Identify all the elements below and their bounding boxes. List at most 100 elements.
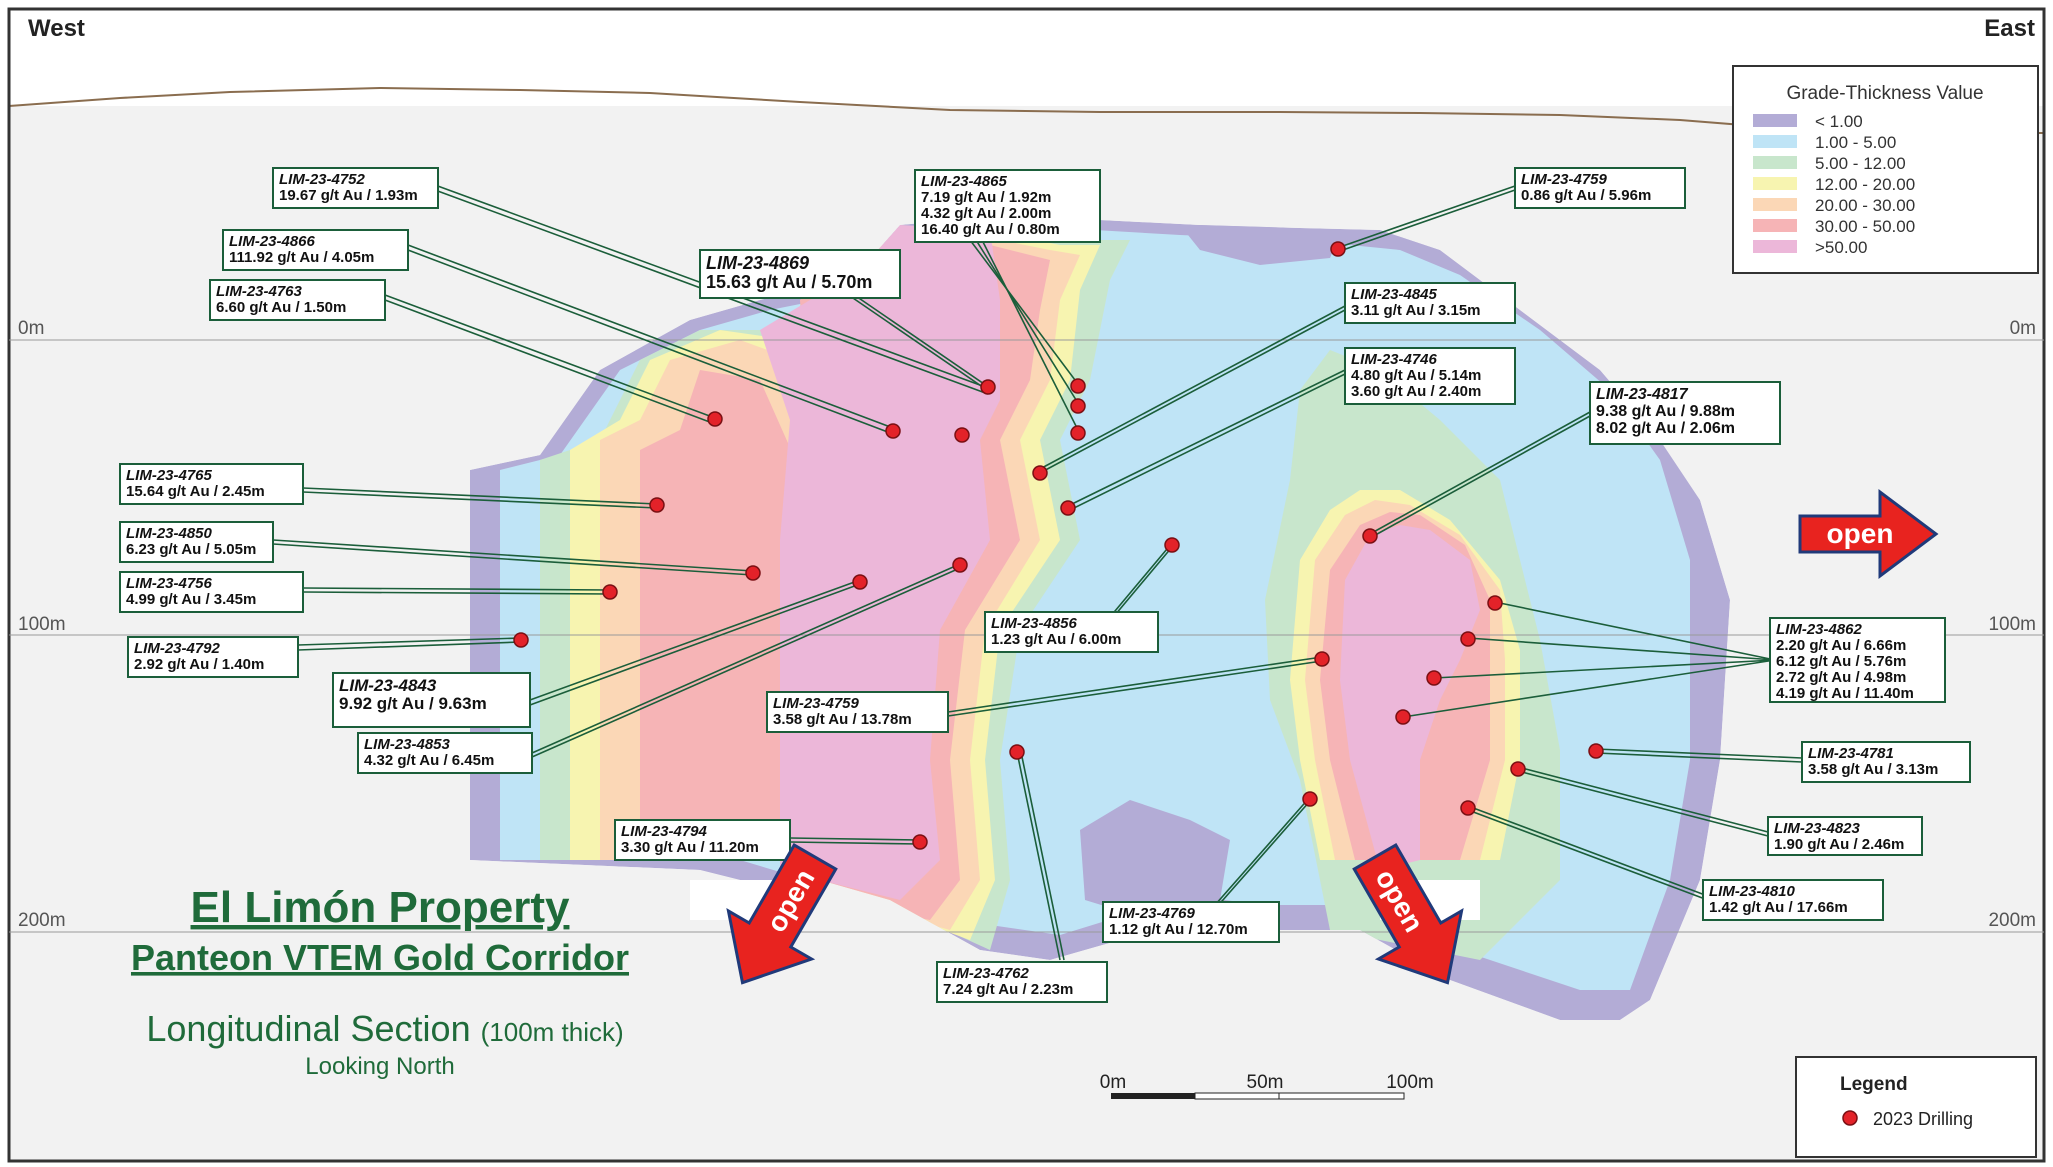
drill-hole-point <box>649 497 665 513</box>
drill-label-box <box>1702 879 1884 921</box>
drill-assay-value: 4.19 g/t Au / 11.40m <box>1776 685 1914 702</box>
drill-hole-point <box>1314 651 1330 667</box>
depth-label-0-right: 0m <box>2010 318 2036 339</box>
drill-label-box <box>1344 347 1516 405</box>
drill-assay-value: 4.32 g/t Au / 2.00m <box>921 205 1051 222</box>
depth-label-100-right: 100m <box>1988 614 2036 635</box>
drill-label-box <box>614 819 791 861</box>
drill-assay-value: 2.92 g/t Au / 1.40m <box>134 656 264 673</box>
drill-label-box <box>1801 741 1971 783</box>
drill-hole-id: LIM-23-4845 <box>1351 286 1438 303</box>
drill-hole-point <box>852 574 868 590</box>
grade-legend-label: 5.00 - 12.00 <box>1815 154 1906 173</box>
zone-gt50-east <box>1340 525 1480 870</box>
drill-hole-point <box>602 584 618 600</box>
drill-label-box <box>209 279 386 321</box>
depth-labels-left: 0m 100m 200m <box>18 318 66 931</box>
drill-label-box <box>1514 167 1686 209</box>
drill-label-box <box>332 672 531 728</box>
scale-0: 0m <box>1100 1072 1126 1093</box>
drill-hole-id: LIM-23-4866 <box>229 233 316 250</box>
drill-hole-point <box>1588 743 1604 759</box>
drill-assay-value: 6.12 g/t Au / 5.76m <box>1776 653 1906 670</box>
drill-hole-point <box>1460 800 1476 816</box>
drill-hole-id: LIM-23-4756 <box>126 575 213 592</box>
drill-hole-id: LIM-23-4869 <box>706 253 809 273</box>
drill-hole-id: LIM-23-4759 <box>773 695 860 712</box>
grade-legend-label: 20.00 - 30.00 <box>1815 196 1915 215</box>
grade-legend-swatch <box>1753 114 1797 127</box>
drill-hole-point <box>1070 378 1086 394</box>
grade-legend-label: >50.00 <box>1815 238 1867 257</box>
drill-assay-value: 9.92 g/t Au / 9.63m <box>339 694 487 713</box>
drill-hole-id: LIM-23-4823 <box>1774 820 1861 837</box>
grade-legend-swatch <box>1753 219 1797 232</box>
drill-hole-point <box>1032 465 1048 481</box>
drill-hole-id: LIM-23-4752 <box>279 171 366 188</box>
drill-assay-value: 3.30 g/t Au / 11.20m <box>621 839 759 856</box>
grade-legend-swatch <box>1753 198 1797 211</box>
drill-label-box <box>119 463 304 505</box>
drill-hole-id: LIM-23-4765 <box>126 467 213 484</box>
drill-assay-value: 15.64 g/t Au / 2.45m <box>126 483 265 500</box>
drill-hole-point <box>1510 761 1526 777</box>
drill-label-box <box>127 636 299 678</box>
drill-assay-value: 16.40 g/t Au / 0.80m <box>921 221 1060 238</box>
drill-assay-value: 0.86 g/t Au / 5.96m <box>1521 187 1651 204</box>
title-block: El Limón Property Panteon VTEM Gold Corr… <box>131 883 629 1080</box>
drill-assay-value: 111.92 g/t Au / 4.05m <box>229 249 374 266</box>
drill-hole-point <box>1070 425 1086 441</box>
drill-label-box <box>119 521 274 563</box>
drill-assay-value: 3.58 g/t Au / 13.78m <box>773 711 912 728</box>
drill-hole-point <box>1426 670 1442 686</box>
depth-labels-right: 0m 100m 200m <box>1988 318 2036 931</box>
scale-100: 100m <box>1386 1072 1434 1093</box>
drill-hole-point <box>1070 398 1086 414</box>
drill-assay-value: 6.60 g/t Au / 1.50m <box>216 299 346 316</box>
depth-label-200-left: 200m <box>18 910 66 931</box>
drill-label-box <box>357 732 533 774</box>
drill-label-box <box>1767 816 1923 856</box>
drill-hole-point <box>952 557 968 573</box>
drill-hole-id: LIM-23-4746 <box>1351 351 1438 368</box>
drill-assay-value: 9.38 g/t Au / 9.88m <box>1596 403 1735 420</box>
drill-hole-id: LIM-23-4862 <box>1776 621 1863 638</box>
drill-label-box <box>914 169 1101 243</box>
drill-hole-id: LIM-23-4794 <box>621 823 708 840</box>
open-arrow-label: open <box>1827 518 1894 549</box>
drill-assay-value: 3.58 g/t Au / 3.13m <box>1808 761 1938 778</box>
drill-assay-value: 1.42 g/t Au / 17.66m <box>1709 899 1848 916</box>
drill-assay-value: 2.72 g/t Au / 4.98m <box>1776 669 1906 686</box>
drill-hole-point <box>1060 500 1076 516</box>
drill-assay-value: 4.99 g/t Au / 3.45m <box>126 591 256 608</box>
drill-hole-point <box>1330 241 1346 257</box>
drill-hole-id: LIM-23-4769 <box>1109 905 1196 922</box>
drill-hole-id: LIM-23-4850 <box>126 525 213 542</box>
drill-label-box <box>699 249 901 299</box>
drill-hole-id: LIM-23-4817 <box>1596 386 1689 403</box>
drill-hole-id: LIM-23-4792 <box>134 640 221 657</box>
compass-west: West <box>28 15 85 42</box>
open-arrow-east: open <box>1798 489 1939 579</box>
view-title: Looking North <box>305 1053 454 1080</box>
drill-hole-point <box>885 423 901 439</box>
drill-hole-id: LIM-23-4810 <box>1709 883 1796 900</box>
drill-hole-point <box>1302 791 1318 807</box>
drill-assay-value: 1.90 g/t Au / 2.46m <box>1774 836 1904 853</box>
drilling-legend: Legend 2023 Drilling <box>1795 1056 2037 1158</box>
